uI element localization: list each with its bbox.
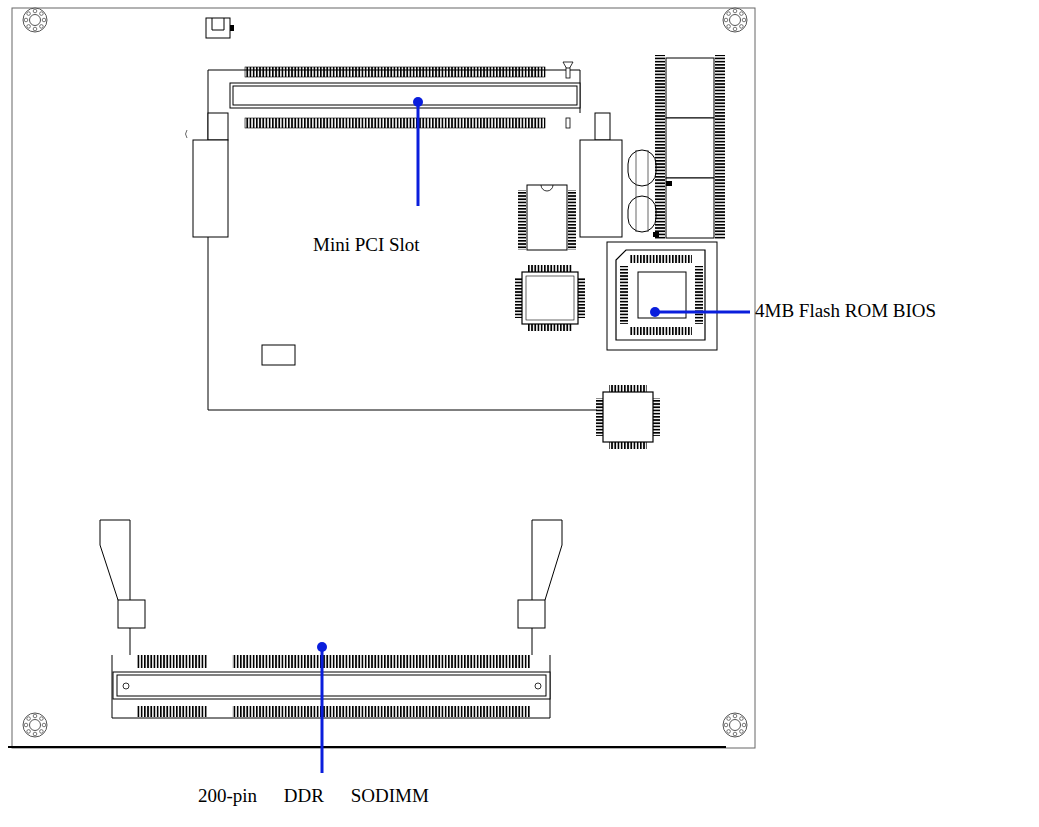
chip-pins	[528, 265, 572, 272]
pin-mark	[566, 118, 570, 128]
mark	[186, 130, 188, 138]
chip-pins	[609, 385, 647, 392]
mini-pci-slot	[230, 83, 580, 108]
chip-pins	[578, 278, 585, 318]
sodimm-latch	[118, 600, 145, 628]
mounting-hole	[723, 8, 747, 32]
sodimm-pins	[232, 655, 530, 668]
chip-pins	[630, 327, 692, 335]
chip-pins	[568, 190, 576, 250]
slot-hole	[535, 683, 541, 689]
leader-line	[321, 647, 324, 773]
leader-dot	[317, 642, 327, 652]
leader-line	[655, 311, 750, 314]
crystal	[628, 196, 656, 232]
bios-socket	[607, 242, 717, 350]
sodimm-opening	[117, 675, 546, 696]
bios-chip	[616, 250, 705, 340]
connector-mark	[230, 25, 234, 31]
sodimm-slot	[113, 672, 550, 699]
chip-pins	[653, 398, 660, 436]
slot-pins	[245, 67, 545, 77]
callout-label: Mini PCI Slot	[313, 234, 420, 257]
sodimm-pins	[137, 655, 207, 668]
memory-chip	[666, 178, 714, 238]
leader-dot	[413, 97, 423, 107]
sodimm-latch	[100, 520, 130, 600]
sodimm-latch	[518, 600, 545, 628]
pin1-mark	[566, 68, 570, 78]
chip-pins	[528, 324, 572, 331]
chip-pins	[515, 278, 522, 318]
chip-pins	[630, 255, 692, 263]
slot-opening	[233, 86, 577, 105]
chip	[527, 185, 567, 250]
callout-label: 200-pin DDR SODIMM	[198, 785, 429, 808]
chip-pins	[620, 266, 628, 324]
slot-latch	[193, 140, 228, 237]
qfp-chip-inner	[526, 276, 574, 320]
chip-pins	[715, 55, 725, 240]
component	[262, 345, 295, 365]
chip-pins	[609, 442, 647, 449]
mounting-hole	[723, 713, 747, 737]
leader-dot	[650, 307, 660, 317]
board-edge	[8, 746, 726, 748]
sodimm-latch	[532, 520, 562, 600]
callout-label: 4MB Flash ROM BIOS	[755, 300, 936, 323]
mounting-hole	[23, 713, 47, 737]
crystal-detail	[636, 150, 648, 232]
sodimm-pins	[137, 706, 207, 717]
qfp-chip	[522, 272, 578, 324]
connector	[206, 18, 230, 38]
chip-notch	[541, 185, 553, 191]
sodimm-frame	[112, 628, 550, 718]
memory-chip	[666, 118, 714, 178]
slot-hole	[123, 683, 129, 689]
mounting-hole	[23, 8, 47, 32]
slot-pins	[245, 118, 545, 128]
leader-line	[417, 102, 420, 206]
slot-latch	[580, 140, 622, 237]
chip-pins	[518, 190, 526, 250]
memory-chip	[666, 58, 714, 118]
slot-latch	[595, 113, 610, 140]
connector-detail	[212, 18, 224, 30]
board-outline	[12, 8, 755, 748]
qfp-chip	[603, 392, 653, 442]
mark	[666, 181, 672, 186]
crystal	[628, 150, 656, 186]
card-outline	[208, 70, 597, 410]
sodimm-pins	[232, 706, 530, 717]
slot-latch	[208, 113, 228, 140]
chip-pins	[596, 398, 603, 436]
chip-pins	[655, 55, 665, 240]
chip-pins	[695, 266, 703, 324]
